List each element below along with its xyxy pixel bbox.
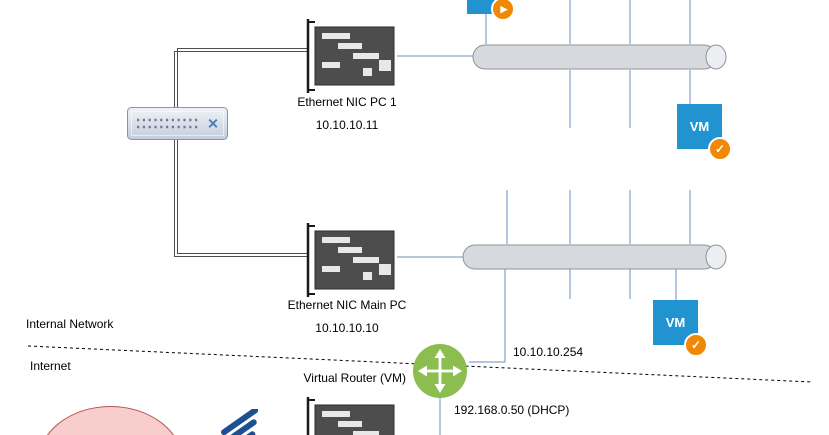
vm1-check-badge: ✓ — [708, 137, 732, 161]
zone-internet-label: Internet — [30, 359, 71, 373]
vm-running-badge: ▶ — [491, 0, 515, 21]
network-switch-icon: ✕ — [127, 107, 228, 145]
nic-pc1-ip: 10.10.10.11 — [315, 118, 379, 132]
vm1-label: VM — [689, 119, 710, 134]
check-icon: ✓ — [714, 142, 726, 156]
nic-bottom-icon — [297, 396, 401, 435]
nic-main-label: Ethernet NIC Main PC — [287, 298, 407, 312]
ethernet-bus-pc1-icon — [472, 43, 728, 76]
bus-drop-lines — [397, 0, 691, 435]
router-external-ip: 192.168.0.50 (DHCP) — [454, 403, 570, 417]
vm2-label: VM — [665, 315, 686, 330]
ethernet-bus-main-icon — [462, 243, 728, 276]
nic-switch-links — [174, 48, 308, 257]
nic-pc1-label: Ethernet NIC PC 1 — [297, 95, 397, 109]
switch-x-glyph: ✕ — [207, 116, 219, 132]
check-icon: ✓ — [690, 338, 702, 352]
router-label: Virtual Router (VM) — [303, 371, 406, 385]
virtual-router-icon — [412, 343, 468, 399]
vm2-check-badge: ✓ — [684, 333, 708, 357]
play-icon: ▶ — [500, 3, 508, 14]
nic-main-ip: 10.10.10.10 — [315, 321, 379, 335]
router-internal-ip: 10.10.10.254 — [513, 345, 584, 359]
vm2-icon: VM — [653, 300, 698, 345]
nic-pc1-icon — [297, 18, 401, 99]
nic-main-pc-icon — [297, 222, 401, 303]
modem-icon — [219, 407, 279, 435]
zone-internal-label: Internal Network — [26, 317, 114, 331]
